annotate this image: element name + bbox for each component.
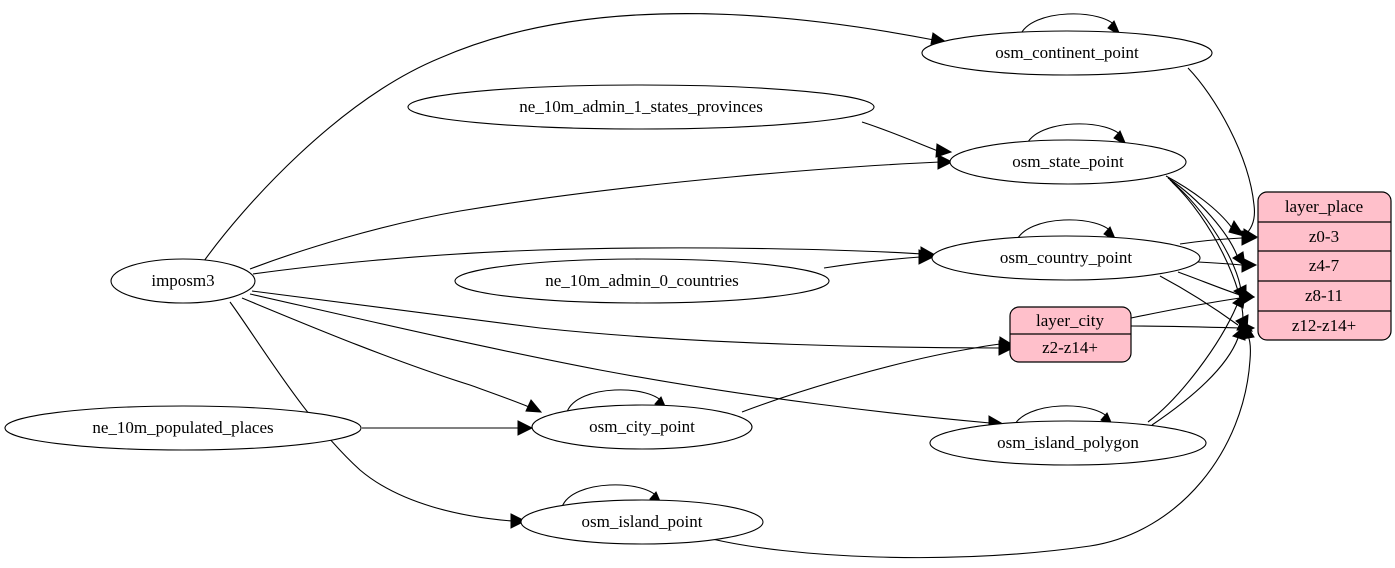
- node-shape-ne-states[interactable]: [407, 84, 875, 130]
- record-row-layer-place-z12-z14[interactable]: z12-z14+: [1291, 316, 1357, 335]
- record-shape-layer-city[interactable]: [1009, 306, 1132, 363]
- edge-ne-places-to-osm-city-point: [362, 420, 534, 436]
- node-shape-osm-island-polygon[interactable]: [929, 420, 1207, 466]
- node-label-osm-state-point: osm_state_point: [1012, 152, 1124, 171]
- node-label-osm-country-point: osm_country_point: [999, 248, 1133, 267]
- node-shape-osm-state-point[interactable]: [949, 139, 1187, 185]
- node-label-imposm3: imposm3: [151, 271, 215, 290]
- node-label-ne-countries: ne_10m_admin_0_countries: [545, 271, 739, 290]
- node-label-ne-places: ne_10m_populated_places: [92, 418, 274, 437]
- edge-osm-island-point-to-layer-place-z12-z14: [707, 322, 1255, 559]
- node-shape-ne-countries[interactable]: [454, 258, 830, 304]
- node-label-osm-city-point: osm_city_point: [589, 417, 695, 436]
- node-label-osm-island-polygon: osm_island_polygon: [997, 433, 1139, 452]
- node-shape-osm-city-point[interactable]: [531, 404, 753, 450]
- edge-imposm3-to-osm-state-point: [249, 154, 954, 270]
- record-row-layer-place-z4-7[interactable]: z4-7: [1308, 256, 1340, 275]
- node-label-osm-continent-point: osm_continent_point: [995, 43, 1139, 62]
- edge-osm-country-point-to-layer-place-z4-7: [1197, 257, 1258, 273]
- edge-osm-island-polygon-to-layer-place-z8-11: [1147, 292, 1246, 423]
- node-label-ne-states: ne_10m_admin_1_states_provinces: [519, 97, 763, 116]
- edge-osm-city-point-to-layer-city: [741, 336, 1015, 413]
- node-shape-ne-places[interactable]: [4, 405, 362, 451]
- edge-ne-countries-to-osm-country-point: [823, 249, 935, 269]
- edge-osm-island-polygon-to-layer-place-z12-z14: [1151, 324, 1246, 426]
- record-row-layer-place-z0-3[interactable]: z0-3: [1308, 227, 1340, 246]
- node-shape-osm-island-point[interactable]: [520, 499, 764, 545]
- node-shape-osm-country-point[interactable]: [931, 235, 1201, 281]
- node-shape-osm-continent-point[interactable]: [921, 30, 1213, 76]
- record-row-layer-place-z8-11[interactable]: z8-11: [1304, 286, 1344, 305]
- record-shape-layer-place[interactable]: [1257, 191, 1392, 341]
- edge-imposm3-to-osm-island-point: [229, 301, 527, 529]
- node-shape-imposm3[interactable]: [110, 258, 256, 304]
- node-label-osm-island-point: osm_island_point: [581, 512, 703, 531]
- record-row-layer-city-z2-z14[interactable]: z2-z14+: [1042, 338, 1098, 357]
- record-title-layer-place: layer_place: [1284, 197, 1364, 216]
- record-title-layer-city: layer_city: [1036, 311, 1104, 330]
